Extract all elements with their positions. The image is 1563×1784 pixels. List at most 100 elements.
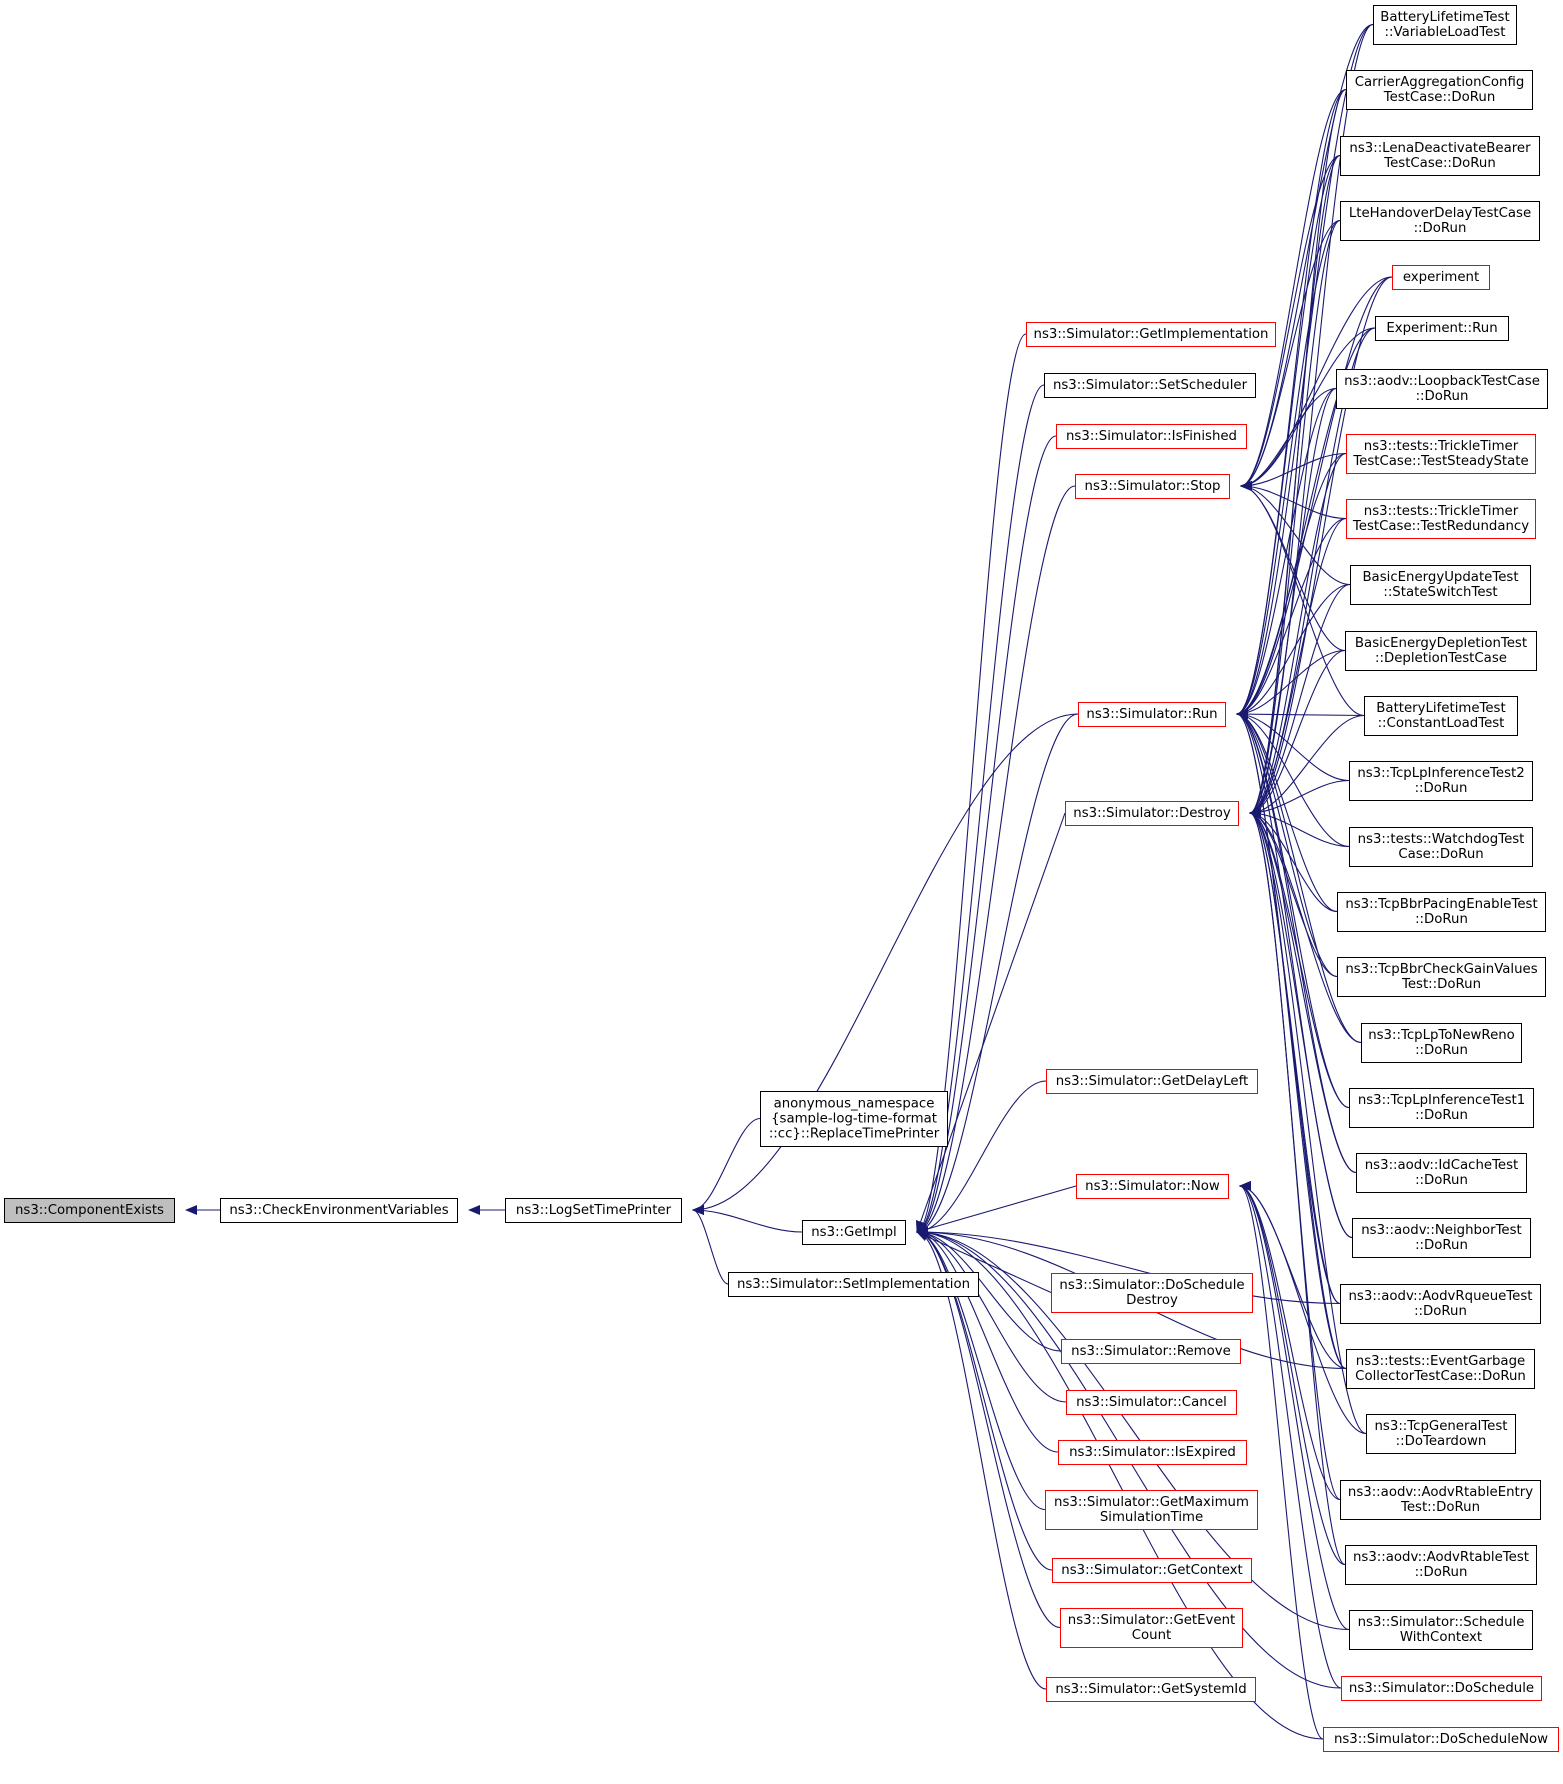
node-label-aodvneighbor-0: ns3::aodv::NeighborTest (1361, 1223, 1522, 1238)
node-cancel[interactable]: ns3::Simulator::Cancel (1066, 1390, 1237, 1415)
node-tcpgeneral[interactable]: ns3::TcpGeneralTest::DoTeardown (1366, 1414, 1516, 1454)
node-setimplementation[interactable]: ns3::Simulator::SetImplementation (728, 1272, 979, 1297)
node-aodvloopback[interactable]: ns3::aodv::LoopbackTestCase::DoRun (1336, 369, 1548, 409)
edge-getimpl-from-doschedulenow (916, 1227, 1324, 1740)
node-label-basicenergyupdate-0: BasicEnergyUpdateTest (1362, 570, 1518, 585)
node-destroy[interactable]: ns3::Simulator::Destroy (1065, 801, 1239, 826)
edge-run-from-aodvidcache (1236, 709, 1357, 1174)
node-box-basicenergydepl (1345, 631, 1537, 671)
node-label-tcplpnewreno-0: ns3::TcpLpToNewReno (1368, 1028, 1515, 1043)
node-label-getmaxsimtime-0: ns3::Simulator::GetMaximum (1054, 1495, 1249, 1510)
node-label-tcplpinf1-0: ns3::TcpLpInferenceTest1 (1358, 1093, 1525, 1108)
edge-run-from-basicenergydepl (1236, 649, 1346, 719)
node-doschedulenow[interactable]: ns3::Simulator::DoScheduleNow (1323, 1727, 1559, 1752)
edge-stop-from-tricklesteady (1240, 452, 1347, 491)
node-setscheduler[interactable]: ns3::Simulator::SetScheduler (1044, 373, 1256, 398)
edge-destroy-from-ltehandover (1249, 219, 1341, 818)
node-now[interactable]: ns3::Simulator::Now (1076, 1174, 1229, 1199)
edge-logsettimeprinter-from-setimplementation (692, 1205, 729, 1285)
node-label-isexpired-0: ns3::Simulator::IsExpired (1069, 1445, 1236, 1460)
edge-run-from-aodvloopback (1236, 387, 1337, 719)
node-box-setscheduler (1044, 373, 1256, 398)
node-box-cancel (1066, 1390, 1237, 1415)
node-label-aodvrqueue-0: ns3::aodv::AodvRqueueTest (1349, 1289, 1533, 1304)
node-experiment[interactable]: experiment (1392, 265, 1490, 290)
node-getimplementation[interactable]: ns3::Simulator::GetImplementation (1026, 322, 1276, 347)
node-box-trickleredund (1346, 499, 1536, 539)
node-label-aodvidcache-0: ns3::aodv::IdCacheTest (1365, 1158, 1519, 1173)
node-tcplpinf2[interactable]: ns3::TcpLpInferenceTest2::DoRun (1349, 761, 1533, 801)
edge-stop-from-carrieragg (1240, 88, 1347, 491)
edge-destroy-from-aodvloopback (1249, 387, 1337, 818)
node-tricklesteady[interactable]: ns3::tests::TrickleTimerTestCase::TestSt… (1346, 434, 1536, 474)
edge-logsettimeprinter-from-run (692, 713, 1079, 1215)
node-basicenergyupdate[interactable]: BasicEnergyUpdateTest::StateSwitchTest (1350, 565, 1531, 605)
node-ltehandover[interactable]: LteHandoverDelayTestCase::DoRun (1340, 201, 1540, 241)
node-eventgarbage[interactable]: ns3::tests::EventGarbageCollectorTestCas… (1346, 1349, 1535, 1389)
node-box-remove (1061, 1339, 1241, 1364)
edge-run-from-tcplpinf2 (1236, 709, 1350, 782)
node-logsettimeprinter[interactable]: ns3::LogSetTimePrinter (505, 1198, 682, 1223)
node-box-componentexists (4, 1198, 175, 1223)
node-checkenv[interactable]: ns3::CheckEnvironmentVariables (220, 1198, 458, 1223)
edge-now-from-doschedule (1239, 1181, 1342, 1689)
node-doschedule[interactable]: ns3::Simulator::DoSchedule (1341, 1676, 1542, 1701)
node-experimentrun[interactable]: Experiment::Run (1375, 316, 1509, 341)
node-isexpired[interactable]: ns3::Simulator::IsExpired (1058, 1440, 1247, 1465)
node-remove[interactable]: ns3::Simulator::Remove (1061, 1339, 1241, 1364)
edge-destroy-from-basicenergydepl (1249, 649, 1346, 818)
node-box-getdelayleft (1046, 1069, 1258, 1094)
node-label-componentexists-0: ns3::ComponentExists (15, 1203, 164, 1218)
node-label-doscheduledestroy-1: Destroy (1126, 1293, 1178, 1308)
node-box-schedulewithctx (1349, 1610, 1533, 1650)
node-aodvrtable[interactable]: ns3::aodv::AodvRtableTest::DoRun (1345, 1545, 1537, 1585)
node-label-batconstant-0: BatteryLifetimeTest (1376, 701, 1505, 716)
node-batvariable[interactable]: BatteryLifetimeTest::VariableLoadTest (1373, 5, 1517, 45)
node-tcpbbrpacing[interactable]: ns3::TcpBbrPacingEnableTest::DoRun (1337, 892, 1546, 932)
edge-layer (185, 23, 1393, 1740)
edge-destroy-from-tricklesteady (1249, 452, 1347, 818)
node-label-batvariable-1: ::VariableLoadTest (1385, 25, 1506, 40)
node-label-tcpbbrpacing-0: ns3::TcpBbrPacingEnableTest (1345, 897, 1537, 912)
node-getcontext[interactable]: ns3::Simulator::GetContext (1052, 1558, 1252, 1583)
node-getsystemid[interactable]: ns3::Simulator::GetSystemId (1046, 1677, 1256, 1702)
node-aodvrqueue[interactable]: ns3::aodv::AodvRqueueTest::DoRun (1340, 1284, 1541, 1324)
edge-destroy-from-aodvrtable (1249, 808, 1346, 1566)
edge-getimpl-from-stop (916, 485, 1076, 1237)
node-label-doschedulenow-0: ns3::Simulator::DoScheduleNow (1334, 1732, 1548, 1747)
node-stop[interactable]: ns3::Simulator::Stop (1075, 474, 1230, 499)
edge-run-from-tcplpnewreno (1236, 709, 1362, 1044)
edge-stop-from-ltehandover (1240, 219, 1341, 491)
node-box-basicenergyupdate (1350, 565, 1531, 605)
node-aodvneighbor[interactable]: ns3::aodv::NeighborTest::DoRun (1352, 1218, 1531, 1258)
node-label-tcplpinf2-0: ns3::TcpLpInferenceTest2 (1357, 766, 1524, 781)
node-tcplpinf1[interactable]: ns3::TcpLpInferenceTest1::DoRun (1349, 1088, 1534, 1128)
node-tcplpnewreno[interactable]: ns3::TcpLpToNewReno::DoRun (1361, 1023, 1522, 1063)
node-trickleredund[interactable]: ns3::tests::TrickleTimerTestCase::TestRe… (1346, 499, 1536, 539)
node-run[interactable]: ns3::Simulator::Run (1078, 702, 1226, 727)
node-box-checkenv (220, 1198, 458, 1223)
node-box-aodvidcache (1356, 1153, 1527, 1193)
node-label-cancel-0: ns3::Simulator::Cancel (1076, 1395, 1227, 1410)
node-label-getimpl-0: ns3::GetImpl (811, 1225, 896, 1240)
node-getdelayleft[interactable]: ns3::Simulator::GetDelayLeft (1046, 1069, 1258, 1094)
edge-destroy-from-lenadeactivate (1249, 154, 1341, 818)
node-basicenergydepl[interactable]: BasicEnergyDepletionTest::DepletionTestC… (1345, 631, 1537, 671)
node-aodvidcache[interactable]: ns3::aodv::IdCacheTest::DoRun (1356, 1153, 1527, 1193)
node-batconstant[interactable]: BatteryLifetimeTest::ConstantLoadTest (1364, 696, 1518, 736)
node-box-tcplpinf1 (1349, 1088, 1534, 1128)
node-replacetimeprinter[interactable]: anonymous_namespace{sample-log-time-form… (760, 1091, 948, 1147)
node-label-getdelayleft-0: ns3::Simulator::GetDelayLeft (1056, 1074, 1249, 1089)
node-getimpl[interactable]: ns3::GetImpl (802, 1220, 906, 1245)
node-isfinished[interactable]: ns3::Simulator::IsFinished (1056, 424, 1247, 449)
edge-run-from-eventgarbage (1236, 709, 1347, 1370)
